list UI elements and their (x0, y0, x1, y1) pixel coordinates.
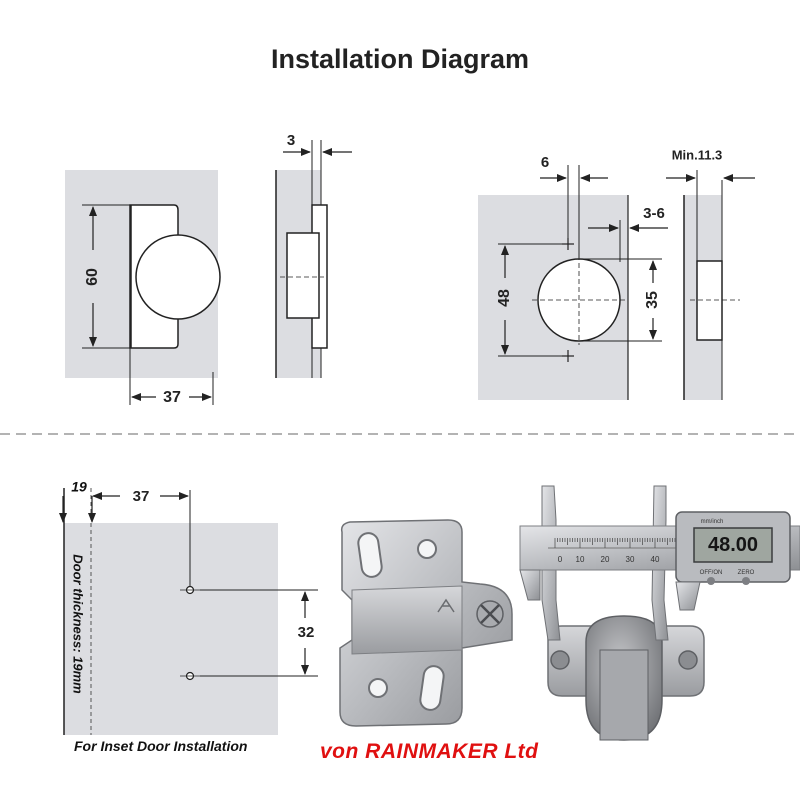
inset-door-diagram: 19 37 32 Door thickness: 19mm (59, 479, 318, 735)
hinge-knuckle (599, 649, 649, 741)
diagram-title: Installation Diagram (270, 44, 530, 74)
inset-door-caption: For Inset Door Installation (74, 738, 248, 754)
dim-offset-label: 6 (541, 154, 549, 171)
hinge-cup-side (286, 232, 320, 319)
dim-thickness-label: 3 (287, 132, 295, 149)
dim-cup-label: 35 (644, 291, 661, 309)
plate-logo-mark (437, 598, 455, 613)
caliper-button-zero-label: ZERO (738, 570, 755, 576)
dim-edge-label: 3-6 (643, 205, 665, 222)
dim-door-label: 19 (71, 479, 87, 495)
caliper-button-onoff (707, 577, 715, 585)
caliper-scale-30: 30 (626, 555, 635, 564)
caliper-lcd (693, 527, 773, 563)
caliper-brand: mm/inch (701, 519, 724, 525)
cup-bore-side (696, 260, 723, 341)
caliper-scale-40: 40 (651, 555, 660, 564)
caliper-scale-0: 0 (558, 555, 563, 564)
hinge-cup-outline (135, 234, 221, 320)
mounting-plate-photo (339, 519, 513, 727)
dim-spacing-label: 32 (298, 624, 315, 641)
hinge-face-view-left: 60 37 (65, 170, 221, 406)
caliper-scale-20: 20 (601, 555, 610, 564)
caliper-scale-10: 10 (576, 555, 585, 564)
slot-lower-right (419, 665, 445, 711)
caliper-scale-ticks (554, 538, 681, 548)
dim-height-label-right: 48 (496, 289, 513, 307)
slot-upper-left (357, 532, 383, 578)
caliper-measurement-photo: 0 10 20 30 40 mm/inch 48.00 OFF/ON ZERO (519, 485, 800, 741)
hole-lower-left (368, 678, 388, 698)
drilling-side-view-right: Min.11.3 (666, 147, 755, 400)
hole-upper-right (417, 539, 437, 559)
dim-width-label: 37 (163, 389, 181, 406)
dim-min-label: Min.11.3 (672, 147, 723, 162)
drilling-face-view-right: 6 3-6 48 35 (478, 154, 668, 400)
hinge-screw-left (550, 650, 570, 670)
mounting-plate-arm (351, 585, 463, 655)
hinge-screw-right (678, 650, 698, 670)
caliper-button-onoff-label: OFF/ON (700, 570, 723, 576)
door-thickness-label: Door thickness: 19mm (71, 554, 86, 694)
caliper-readout: 48.00 (708, 534, 758, 556)
dim-height-label: 60 (84, 268, 101, 286)
caliper-button-zero (742, 577, 750, 585)
brand-credit: von RAINMAKER Ltd (320, 740, 539, 763)
inset-door-panel (64, 523, 278, 735)
dim-offset-label-bottom: 37 (133, 488, 150, 505)
hinge-side-view-left: 3 (275, 132, 352, 378)
